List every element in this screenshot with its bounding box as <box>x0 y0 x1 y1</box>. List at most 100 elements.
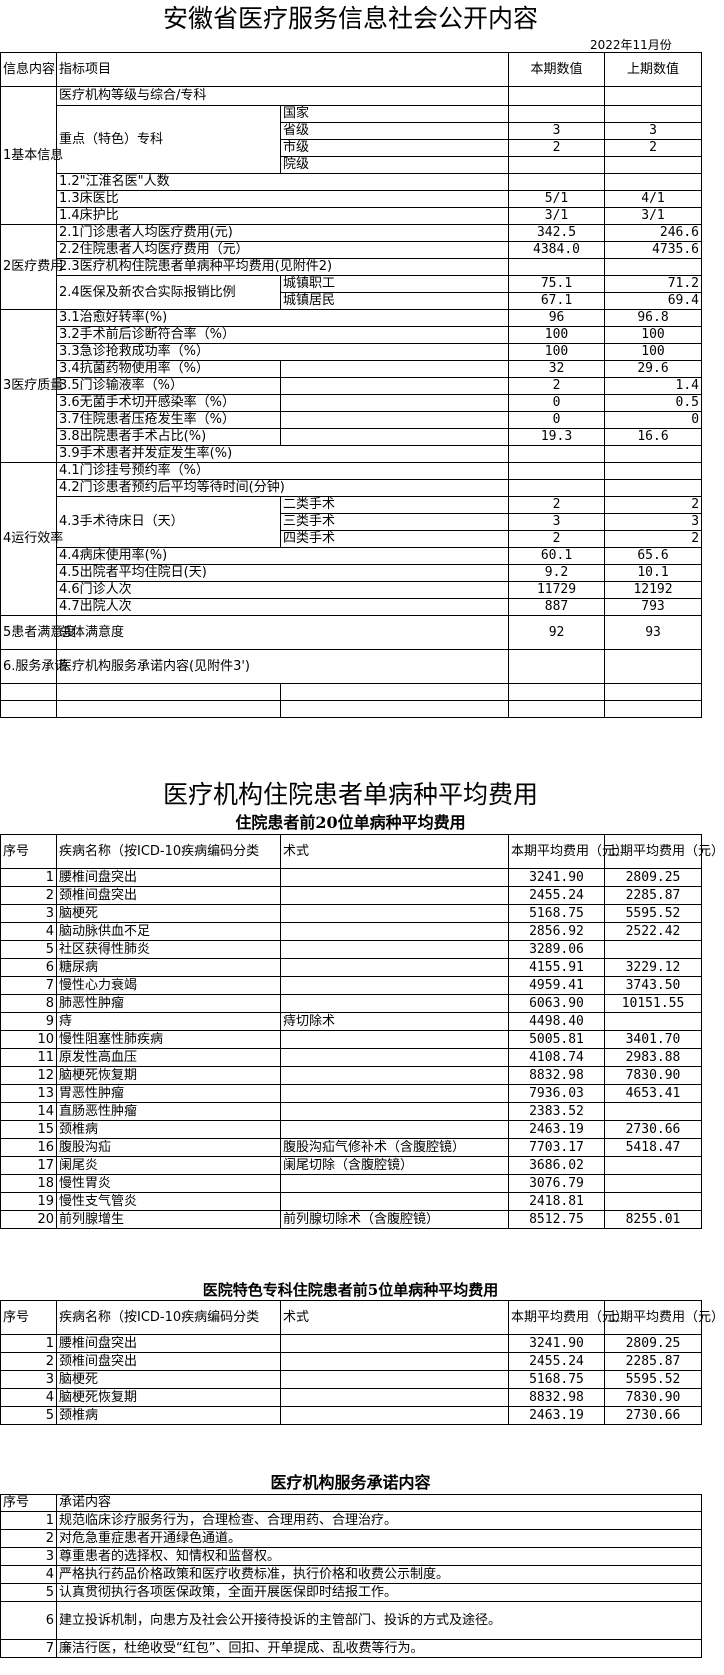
seq-cell[interactable]: 4 <box>0 1565 57 1584</box>
current-value[interactable]: 92 <box>508 615 606 650</box>
indicator-cell[interactable]: 医疗机构等级与综合/专科 <box>55 86 510 106</box>
indicator-cell[interactable]: 3.6无菌手术切开感染率（%） <box>56 394 281 412</box>
indicator-cell[interactable]: 3.7住院患者压疮发生率（%） <box>56 411 281 429</box>
indicator-cell[interactable]: 4.7出院人次 <box>55 598 510 616</box>
blank-cell[interactable] <box>56 700 281 718</box>
indicator-cell[interactable]: 4.2门诊患者预约后平均等待时间(分钟) <box>55 479 510 497</box>
header-disease[interactable]: 疾病名称（按ICD-10疾病编码分类 <box>56 834 281 869</box>
blank-cell[interactable] <box>604 683 703 701</box>
current-fee-cell[interactable]: 2418.81 <box>508 1192 605 1211</box>
disease-cell[interactable]: 脑动脉供血不足 <box>56 922 281 941</box>
previous-value[interactable]: 100 <box>604 343 703 361</box>
previous-fee-cell[interactable]: 2983.88 <box>604 1048 702 1067</box>
current-fee-cell[interactable]: 4498.40 <box>508 1012 605 1031</box>
operation-cell[interactable] <box>280 958 509 977</box>
current-fee-cell[interactable]: 2463.19 <box>508 1120 605 1139</box>
disease-cell[interactable]: 社区获得性肺炎 <box>56 940 281 959</box>
previous-value[interactable]: 246.6 <box>604 224 703 242</box>
current-value[interactable]: 0 <box>508 394 606 412</box>
header-current[interactable]: 本期数值 <box>508 52 606 87</box>
current-value[interactable]: 100 <box>508 326 606 344</box>
disease-cell[interactable]: 腹股沟疝 <box>56 1138 281 1157</box>
current-value[interactable]: 2 <box>508 496 606 514</box>
sub-indicator-cell[interactable]: 城镇居民 <box>279 292 510 310</box>
previous-value[interactable]: 3 <box>604 122 703 140</box>
operation-cell[interactable] <box>280 1352 509 1371</box>
indicator-cell[interactable]: 4.6门诊人次 <box>55 581 510 599</box>
current-value[interactable]: 4384.0 <box>508 241 606 259</box>
operation-cell[interactable] <box>280 1174 509 1193</box>
seq-cell[interactable]: 16 <box>0 1138 57 1157</box>
previous-value[interactable] <box>604 445 703 463</box>
current-value[interactable]: 100 <box>508 343 606 361</box>
indicator-cell[interactable]: 2.3医疗机构住院患者单病种平均费用(见附件2) <box>55 258 510 276</box>
blank-cell[interactable] <box>56 683 281 701</box>
previous-fee-cell[interactable]: 5418.47 <box>604 1138 702 1157</box>
previous-value[interactable]: 96.8 <box>604 309 703 327</box>
previous-value[interactable]: 10.1 <box>604 564 703 582</box>
header-previous-fee[interactable]: 上期平均费用（元） <box>604 834 724 869</box>
current-fee-cell[interactable]: 6063.90 <box>508 994 605 1013</box>
previous-value[interactable] <box>604 649 703 684</box>
indicator-cell[interactable]: 医疗机构服务承诺内容(见附件3') <box>55 649 510 684</box>
blank-cell[interactable] <box>508 683 606 701</box>
header-disease[interactable]: 疾病名称（按ICD-10疾病编码分类 <box>56 1300 281 1335</box>
sub-indicator-cell[interactable] <box>279 428 510 446</box>
indicator-cell[interactable]: 4.3手术待床日（天） <box>56 496 281 548</box>
seq-cell[interactable]: 19 <box>0 1192 57 1211</box>
previous-value[interactable] <box>604 173 703 191</box>
current-fee-cell[interactable]: 3289.06 <box>508 940 605 959</box>
current-value[interactable] <box>508 105 606 123</box>
previous-fee-cell[interactable]: 4653.41 <box>604 1084 702 1103</box>
indicator-cell[interactable]: 3.5门诊输液率（%） <box>56 377 281 395</box>
current-value[interactable] <box>508 479 606 497</box>
category-cell[interactable]: 2医疗费用 <box>0 224 63 310</box>
operation-cell[interactable] <box>280 1030 509 1049</box>
indicator-cell[interactable]: 3.9手术患者并发症发生率(%) <box>55 445 510 463</box>
seq-cell[interactable]: 1 <box>0 1511 57 1530</box>
previous-fee-cell[interactable] <box>604 1102 702 1121</box>
indicator-cell[interactable]: 3.2手术前后诊断符合率（%） <box>55 326 510 344</box>
current-value[interactable]: 3/1 <box>508 207 606 225</box>
disease-cell[interactable]: 腰椎间盘突出 <box>56 1334 281 1353</box>
current-fee-cell[interactable]: 7936.03 <box>508 1084 605 1103</box>
disease-cell[interactable]: 糖尿病 <box>56 958 281 977</box>
previous-fee-cell[interactable] <box>604 1012 702 1031</box>
blank-cell[interactable] <box>0 683 57 701</box>
operation-cell[interactable] <box>280 1370 509 1389</box>
previous-fee-cell[interactable] <box>604 940 702 959</box>
current-value[interactable]: 2 <box>508 139 606 157</box>
indicator-cell[interactable]: 2.2住院患者人均医疗费用（元） <box>55 241 510 259</box>
sub-indicator-cell[interactable] <box>279 360 510 378</box>
previous-value[interactable] <box>604 105 703 123</box>
previous-fee-cell[interactable] <box>604 1192 702 1211</box>
current-value[interactable] <box>508 445 606 463</box>
previous-fee-cell[interactable]: 8255.01 <box>604 1210 702 1229</box>
disease-cell[interactable]: 慢性阻塞性肺疾病 <box>56 1030 281 1049</box>
current-value[interactable] <box>508 649 606 684</box>
header-indicator[interactable]: 指标项目 <box>55 52 510 87</box>
seq-cell[interactable]: 3 <box>0 1547 57 1566</box>
sub-indicator-cell[interactable] <box>279 377 510 395</box>
previous-fee-cell[interactable]: 3229.12 <box>604 958 702 977</box>
header-previous-fee[interactable]: 上期平均费用（元） <box>604 1300 724 1335</box>
seq-cell[interactable]: 20 <box>0 1210 57 1229</box>
previous-value[interactable]: 2 <box>604 496 703 514</box>
previous-value[interactable] <box>604 156 703 174</box>
blank-cell[interactable] <box>0 700 57 718</box>
operation-cell[interactable] <box>280 868 509 887</box>
seq-cell[interactable]: 9 <box>0 1012 57 1031</box>
previous-value[interactable]: 1.4 <box>604 377 703 395</box>
previous-value[interactable]: 100 <box>604 326 703 344</box>
current-value[interactable]: 67.1 <box>508 292 606 310</box>
sub-indicator-cell[interactable] <box>279 394 510 412</box>
previous-fee-cell[interactable]: 5595.52 <box>604 1370 702 1389</box>
previous-fee-cell[interactable]: 3401.70 <box>604 1030 702 1049</box>
header-seq[interactable]: 序号 <box>0 834 57 869</box>
seq-cell[interactable]: 10 <box>0 1030 57 1049</box>
disease-cell[interactable]: 慢性心力衰竭 <box>56 976 281 995</box>
indicator-cell[interactable]: 2.4医保及新农合实际报销比例 <box>56 275 281 310</box>
disease-cell[interactable]: 颈椎间盘突出 <box>56 886 281 905</box>
current-fee-cell[interactable]: 4108.74 <box>508 1048 605 1067</box>
current-value[interactable] <box>508 86 606 106</box>
